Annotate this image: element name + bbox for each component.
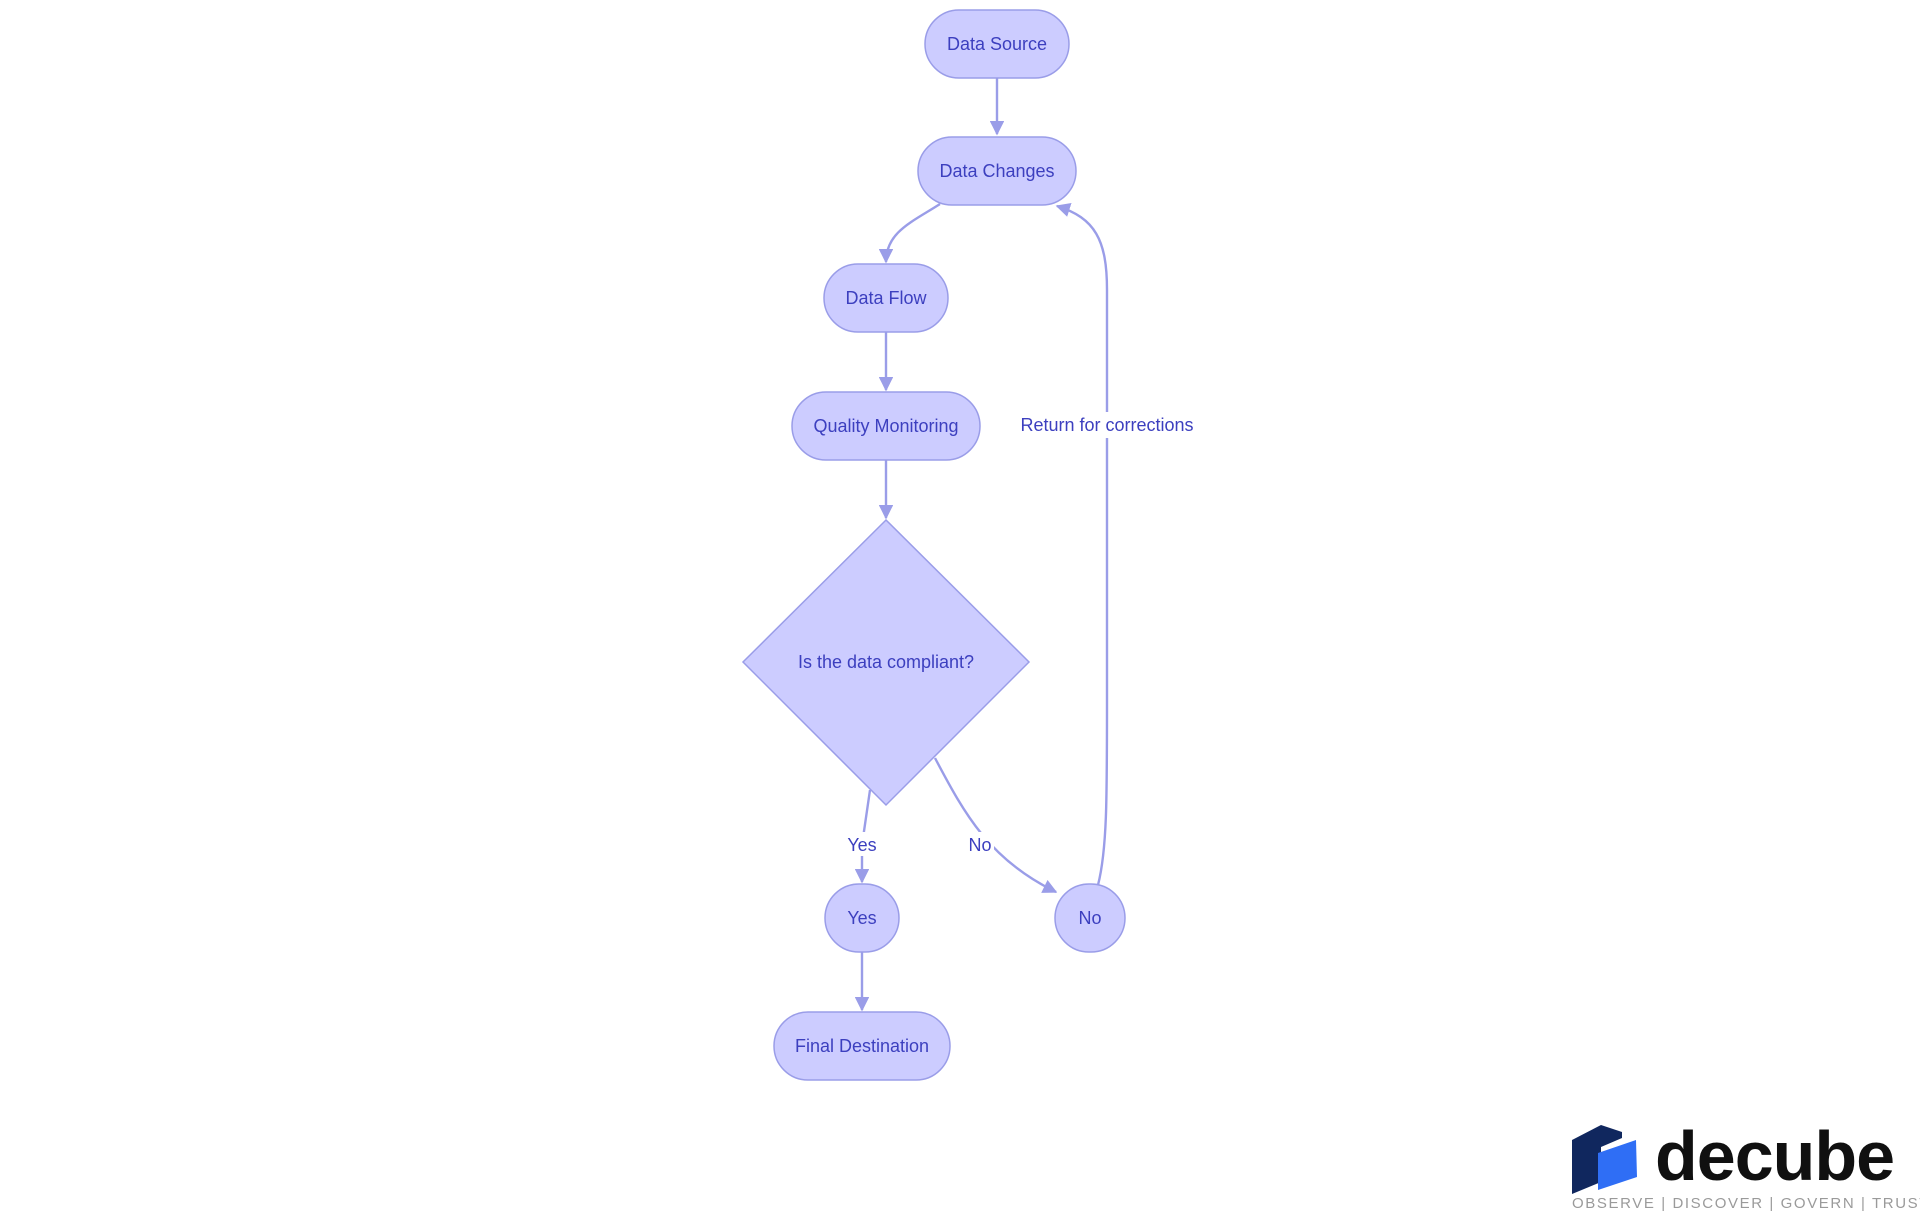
decube-tagline: OBSERVE | DISCOVER | GOVERN | TRUST bbox=[1572, 1195, 1920, 1212]
svg-text:Yes: Yes bbox=[847, 908, 876, 928]
edge-label-no: No bbox=[966, 832, 994, 856]
decube-wordmark: decube bbox=[1655, 1117, 1894, 1195]
edge-label-return-for-corrections: Return for corrections bbox=[1020, 412, 1194, 438]
node-yes[interactable]: Yes bbox=[824, 883, 900, 953]
svg-text:Yes: Yes bbox=[847, 835, 876, 855]
node-decision-is-data-compliant[interactable]: Is the data compliant? bbox=[741, 518, 1031, 807]
node-data-flow[interactable]: Data Flow bbox=[823, 263, 949, 333]
svg-text:Data Changes: Data Changes bbox=[939, 161, 1054, 181]
svg-text:Final Destination: Final Destination bbox=[795, 1036, 929, 1056]
edge-no-to-changes-return bbox=[1055, 203, 1109, 886]
node-no[interactable]: No bbox=[1054, 883, 1126, 953]
decube-logo: decube OBSERVE | DISCOVER | GOVERN | TRU… bbox=[1572, 1117, 1920, 1212]
decube-logo-icon bbox=[1572, 1125, 1637, 1194]
svg-text:Data Source: Data Source bbox=[947, 34, 1047, 54]
edge-decision-to-no bbox=[933, 757, 1058, 894]
node-quality-monitoring[interactable]: Quality Monitoring bbox=[791, 391, 981, 461]
svg-text:No: No bbox=[1078, 908, 1101, 928]
svg-text:Return for corrections: Return for corrections bbox=[1020, 415, 1193, 435]
svg-text:Is the data compliant?: Is the data compliant? bbox=[798, 652, 974, 672]
edge-label-yes: Yes bbox=[844, 832, 880, 856]
svg-text:Data Flow: Data Flow bbox=[845, 288, 927, 308]
edge-changes-to-flow bbox=[878, 202, 941, 264]
node-data-source[interactable]: Data Source bbox=[924, 9, 1070, 79]
svg-text:No: No bbox=[968, 835, 991, 855]
svg-text:Quality Monitoring: Quality Monitoring bbox=[813, 416, 958, 436]
node-final-destination[interactable]: Final Destination bbox=[773, 1011, 951, 1081]
node-data-changes[interactable]: Data Changes bbox=[917, 136, 1077, 206]
